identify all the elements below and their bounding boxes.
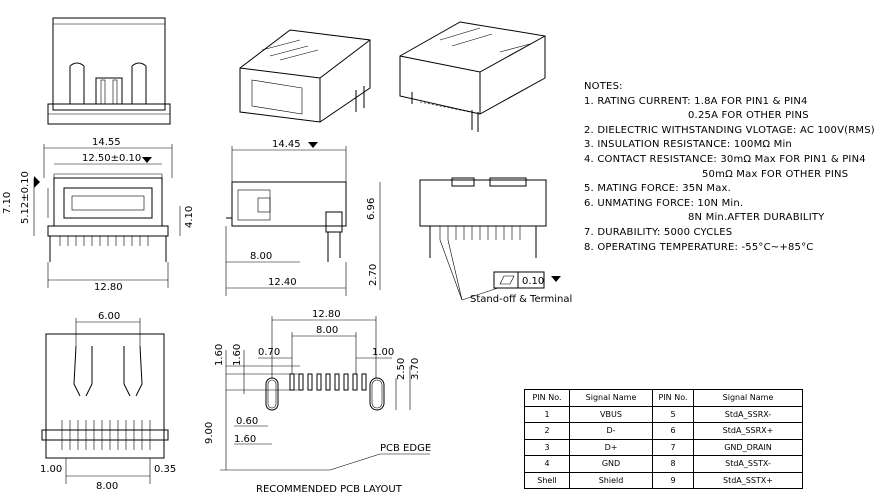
dim-pcb-slot-off: 1.60 [234, 434, 256, 445]
note-line: 2. DIELECTRIC WITHSTANDING VLOTAGE: AC 1… [584, 124, 875, 136]
header-signal-name: Signal Name [569, 389, 653, 407]
dim-side-base: 12.40 [268, 277, 297, 288]
table-row: 2 D- 6 StdA_SSRX+ [524, 422, 803, 440]
dim-pcb-v1: 1.60 [214, 344, 225, 366]
dim-pcb-right-gap: 1.00 [372, 347, 394, 358]
note-line: 3. INSULATION RESISTANCE: 100MΩ Min [584, 139, 792, 151]
table-cell: D+ [569, 438, 653, 456]
table-cell: GND_DRAIN [693, 438, 803, 456]
note-line: 50mΩ Max FOR OTHER PINS [702, 168, 849, 180]
table-cell: Shield [569, 471, 653, 489]
dim-pcb-height: 9.00 [204, 422, 215, 444]
dim-side-post: 8.00 [250, 251, 272, 262]
dim-pcb-inner: 8.00 [316, 325, 338, 336]
dim-bottom-width: 8.00 [96, 481, 118, 492]
table-row: 4 GND 8 StdA_SSTX- [524, 455, 803, 473]
dim-front-width-overall: 14.55 [92, 137, 121, 148]
dim-front-bottom-width: 12.80 [94, 282, 123, 293]
dim-side-height: 6.96 [366, 198, 377, 220]
note-line: 8N Min.AFTER DURABILITY [688, 212, 825, 224]
dim-front-width-inner: 12.50±0.10 [82, 153, 141, 164]
table-cell: 1 [524, 405, 570, 423]
dim-pcb-h2: 3.70 [410, 358, 421, 380]
dim-pcb-left-gap: 0.70 [258, 347, 280, 358]
dim-front-height-inner: 5.12±0.10 [20, 171, 31, 224]
table-cell: 7 [652, 438, 694, 456]
rear-view [419, 177, 547, 301]
isometric-view-front [239, 29, 371, 123]
note-line: 7. DURABILITY: 5000 CYCLES [584, 226, 733, 238]
standoff-label: Stand-off & Terminal [470, 294, 572, 305]
header-pin-no: PIN No. [652, 389, 694, 407]
table-cell: 5 [652, 405, 694, 423]
table-cell: GND [569, 455, 653, 473]
dim-bottom-right: 0.35 [154, 464, 176, 475]
table-cell: 8 [652, 455, 694, 473]
table-cell: VBUS [569, 405, 653, 423]
note-line: 0.25A FOR OTHER PINS [688, 110, 809, 122]
front-view [33, 144, 181, 288]
table-cell: 2 [524, 422, 570, 440]
side-view [225, 146, 381, 296]
pin-table: PIN No. Signal Name PIN No. Signal Name … [524, 389, 803, 489]
table-row: Shell Shield 9 StdA_SSTX+ [524, 471, 803, 489]
header-signal-name: Signal Name [693, 389, 803, 407]
isometric-view-back [399, 21, 546, 132]
bottom-view [41, 318, 169, 484]
dim-pcb-v2: 1.60 [232, 344, 243, 366]
dim-front-right-height: 4.10 [184, 206, 195, 228]
dim-side-length: 14.45 [272, 139, 301, 150]
note-line: 6. UNMATING FORCE: 10N Min. [584, 197, 744, 209]
dim-bottom-top-width: 6.00 [98, 311, 120, 322]
table-row: 1 VBUS 5 StdA_SSRX- [524, 405, 803, 423]
dim-bottom-left: 1.00 [40, 464, 62, 475]
flatness-value: 0.10 [522, 276, 544, 287]
pcb-layout [220, 316, 430, 471]
table-cell: D- [569, 422, 653, 440]
table-cell: 4 [524, 455, 570, 473]
note-line: 1. RATING CURRENT: 1.8A FOR PIN1 & PIN4 [584, 95, 808, 107]
dim-pcb-h1: 2.50 [396, 358, 407, 380]
dim-pcb-total: 12.80 [312, 309, 341, 320]
note-line: 8. OPERATING TEMPERATURE: -55°C~+85°C [584, 241, 814, 253]
dim-side-offset: 2.70 [368, 264, 379, 286]
top-view-connector [47, 17, 171, 125]
pcb-edge-label: PCB EDGE [380, 443, 431, 454]
note-line: 4. CONTACT RESISTANCE: 30mΩ Max FOR PIN1… [584, 153, 866, 165]
table-cell: 9 [652, 471, 694, 489]
table-cell: StdA_SSTX+ [693, 471, 803, 489]
table-cell: StdA_SSTX- [693, 455, 803, 473]
dim-pcb-slot-w: 0.60 [236, 416, 258, 427]
table-cell: StdA_SSRX- [693, 405, 803, 423]
table-cell: StdA_SSRX+ [693, 422, 803, 440]
technical-drawing: 14.55 12.50±0.10 7.10 5.12±0.10 4.10 12.… [2, 17, 572, 495]
header-pin-no: PIN No. [524, 389, 570, 407]
table-cell: Shell [524, 471, 570, 489]
table-row: 3 D+ 7 GND_DRAIN [524, 438, 803, 456]
dim-front-height: 7.10 [2, 192, 13, 214]
note-line: 5. MATING FORCE: 35N Max. [584, 183, 732, 195]
table-cell: 6 [652, 422, 694, 440]
notes-heading: NOTES: [584, 81, 623, 92]
table-cell: 3 [524, 438, 570, 456]
pin-table-header: PIN No. Signal Name PIN No. Signal Name [524, 389, 803, 407]
notes-block: NOTES: 1. RATING CURRENT: 1.8A FOR PIN1 … [584, 80, 875, 255]
pcb-layout-title: RECOMMENDED PCB LAYOUT [256, 484, 403, 495]
